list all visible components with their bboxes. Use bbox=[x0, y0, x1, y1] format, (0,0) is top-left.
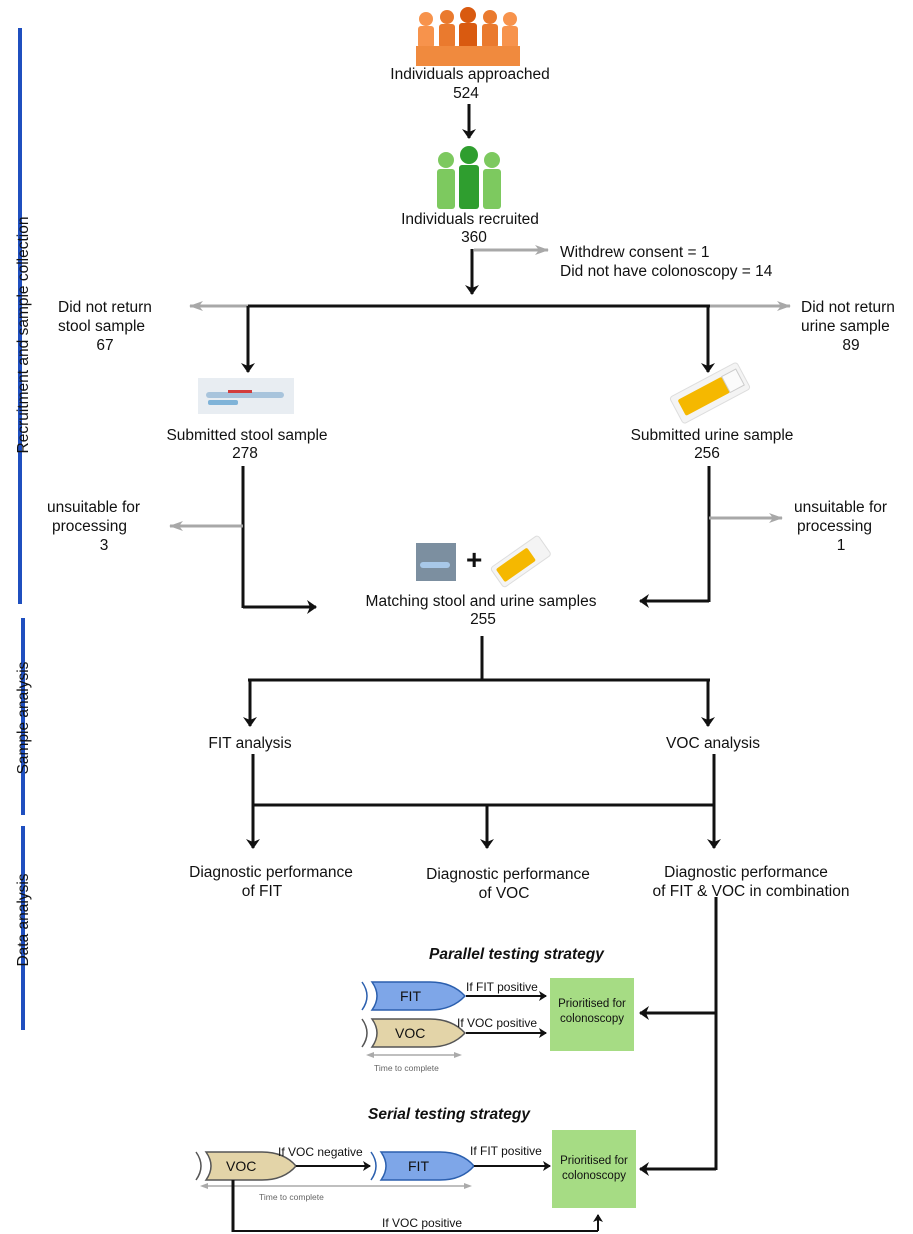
urine-kit-image bbox=[669, 362, 751, 424]
parallel-outcome-box: Prioritised for colonoscopy bbox=[550, 978, 634, 1051]
parallel-if-fit-positive: If FIT positive bbox=[466, 980, 538, 994]
fit-performance-line2: of FIT bbox=[241, 883, 283, 900]
phase-label-sample-analysis: Sample analysis bbox=[15, 661, 32, 775]
serial-if-voc-positive: If VOC positive bbox=[382, 1216, 463, 1230]
serial-outcome-box: Prioritised for colonoscopy bbox=[552, 1130, 636, 1208]
serial-voc-shape bbox=[195, 1151, 297, 1181]
parallel-outcome-line1: Prioritised for bbox=[558, 998, 626, 1010]
urine-unsuitable-count: 1 bbox=[836, 537, 846, 554]
urine-unsuitable-line1: unsuitable for bbox=[794, 499, 888, 516]
recruited-label: Individuals recruited bbox=[401, 211, 539, 228]
no-colonoscopy: Did not have colonoscopy = 14 bbox=[560, 263, 773, 280]
fit-performance-line1: Diagnostic performance bbox=[189, 864, 353, 881]
serial-outcome-line1: Prioritised for bbox=[560, 1155, 628, 1167]
serial-title: Serial testing strategy bbox=[368, 1106, 530, 1123]
urine-not-returned-count: 89 bbox=[842, 337, 860, 354]
urine-submitted-label: Submitted urine sample bbox=[630, 427, 794, 444]
matching-label: Matching stool and urine samples bbox=[365, 593, 597, 610]
fit-analysis-label: FIT analysis bbox=[208, 735, 292, 752]
parallel-time-arrow bbox=[366, 1052, 462, 1058]
parallel-voc-shape bbox=[361, 1018, 467, 1048]
stool-unsuitable-line1: unsuitable for bbox=[47, 499, 141, 516]
voc-performance-line2: of VOC bbox=[478, 885, 530, 902]
serial-fit-shape bbox=[370, 1151, 475, 1181]
matching-plus: + bbox=[466, 544, 483, 575]
stool-unsuitable-line2: processing bbox=[52, 518, 127, 535]
parallel-outcome-line2: colonoscopy bbox=[560, 1013, 624, 1025]
parallel-if-voc-positive: If VOC positive bbox=[457, 1016, 538, 1030]
approached-label: Individuals approached bbox=[390, 66, 550, 83]
stool-submitted-count: 278 bbox=[232, 445, 258, 462]
phase-bars bbox=[18, 28, 25, 1030]
voc-analysis-label: VOC analysis bbox=[666, 735, 760, 752]
urine-not-returned-line2: urine sample bbox=[801, 318, 890, 335]
matching-urine-image bbox=[490, 535, 551, 588]
voc-performance-line1: Diagnostic performance bbox=[426, 866, 590, 883]
serial-time-arrow bbox=[200, 1183, 472, 1189]
stool-unsuitable-count: 3 bbox=[99, 537, 109, 554]
serial-fit-label: FIT bbox=[408, 1158, 429, 1174]
parallel-fit-label: FIT bbox=[400, 988, 421, 1004]
stool-not-returned-line1: Did not return bbox=[58, 299, 152, 316]
parallel-fit-shape bbox=[361, 981, 467, 1011]
matching-stool-image bbox=[416, 543, 456, 581]
parallel-time-label: Time to complete bbox=[374, 1063, 439, 1073]
stool-submitted-label: Submitted stool sample bbox=[166, 427, 328, 444]
serial-time-label: Time to complete bbox=[259, 1192, 324, 1202]
serial-if-fit-positive: If FIT positive bbox=[470, 1144, 542, 1158]
urine-unsuitable-line2: processing bbox=[797, 518, 872, 535]
combo-performance-line1: Diagnostic performance bbox=[664, 864, 828, 881]
urine-submitted-count: 256 bbox=[694, 445, 720, 462]
stool-not-returned-line2: stool sample bbox=[58, 318, 146, 335]
people-recruited-icon bbox=[437, 146, 501, 209]
stool-not-returned-count: 67 bbox=[96, 337, 114, 354]
recruited-count: 360 bbox=[461, 229, 487, 246]
matching-count: 255 bbox=[470, 611, 496, 628]
parallel-title: Parallel testing strategy bbox=[429, 946, 604, 963]
serial-voc-positive-path bbox=[231, 1180, 603, 1232]
urine-not-returned-line1: Did not return bbox=[801, 299, 895, 316]
serial-voc-label: VOC bbox=[226, 1158, 257, 1174]
stool-kit-image bbox=[198, 378, 294, 414]
combo-performance-line2: of FIT & VOC in combination bbox=[652, 883, 850, 900]
approached-count: 524 bbox=[453, 85, 479, 102]
phase-label-recruitment: Recruitment and sample collection bbox=[15, 216, 32, 454]
serial-outcome-line2: colonoscopy bbox=[562, 1170, 626, 1182]
withdrew-consent: Withdrew consent = 1 bbox=[560, 244, 710, 261]
phase-label-data-analysis: Data analysis bbox=[15, 873, 32, 967]
serial-if-voc-negative: If VOC negative bbox=[278, 1145, 363, 1159]
parallel-voc-label: VOC bbox=[395, 1025, 426, 1041]
people-approached-icon bbox=[416, 7, 520, 66]
